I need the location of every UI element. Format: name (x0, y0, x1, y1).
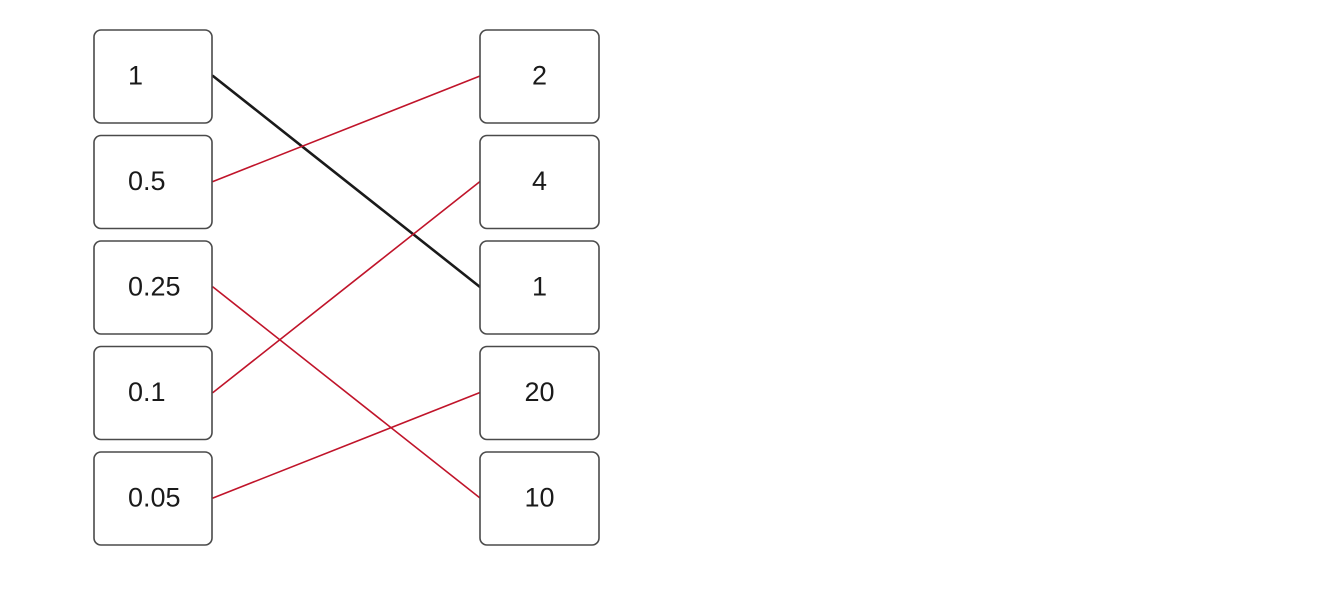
connection-lines (211, 74, 482, 499)
right-box-4: 10 (479, 451, 600, 546)
left-box-label: 0.05 (128, 483, 181, 513)
right-box-3: 20 (479, 345, 600, 441)
left-box-frame (93, 345, 213, 441)
right-box-frame (479, 451, 600, 546)
right-box-label: 20 (524, 377, 554, 407)
right-box-0: 2 (479, 29, 600, 124)
left-box-0: 1 (93, 29, 213, 124)
left-box-4: 0.05 (93, 451, 213, 546)
left-box-2: 0.25 (93, 240, 213, 335)
left-box-label: 0.25 (128, 272, 181, 302)
left-box-1: 0.5 (93, 134, 213, 230)
right-box-frame (479, 29, 600, 124)
connection-line-3 (212, 180, 481, 394)
right-box-2: 1 (479, 240, 600, 335)
connection-line-4 (212, 391, 481, 499)
right-box-label: 4 (532, 166, 547, 196)
connection-line-1 (212, 75, 481, 183)
left-box-label: 1 (128, 61, 143, 91)
left-box-label: 0.5 (128, 166, 166, 196)
left-box-label: 0.1 (128, 377, 166, 407)
right-box-frame (479, 134, 600, 230)
left-box-frame (93, 134, 213, 230)
left-box-frame (93, 29, 213, 124)
left-box-frame (93, 240, 213, 335)
connection-line-2 (212, 286, 481, 499)
right-box-frame (479, 240, 600, 335)
connection-line-0 (211, 74, 482, 289)
right-box-label: 2 (532, 61, 547, 91)
right-box-label: 1 (532, 272, 547, 302)
right-column: 2 4 1 20 10 (479, 29, 600, 546)
left-column: 1 0.5 0.25 0.1 0.05 (93, 29, 213, 546)
right-box-label: 10 (524, 483, 554, 513)
right-box-1: 4 (479, 134, 600, 230)
left-box-3: 0.1 (93, 345, 213, 441)
left-box-frame (93, 451, 213, 546)
right-box-frame (479, 345, 600, 441)
